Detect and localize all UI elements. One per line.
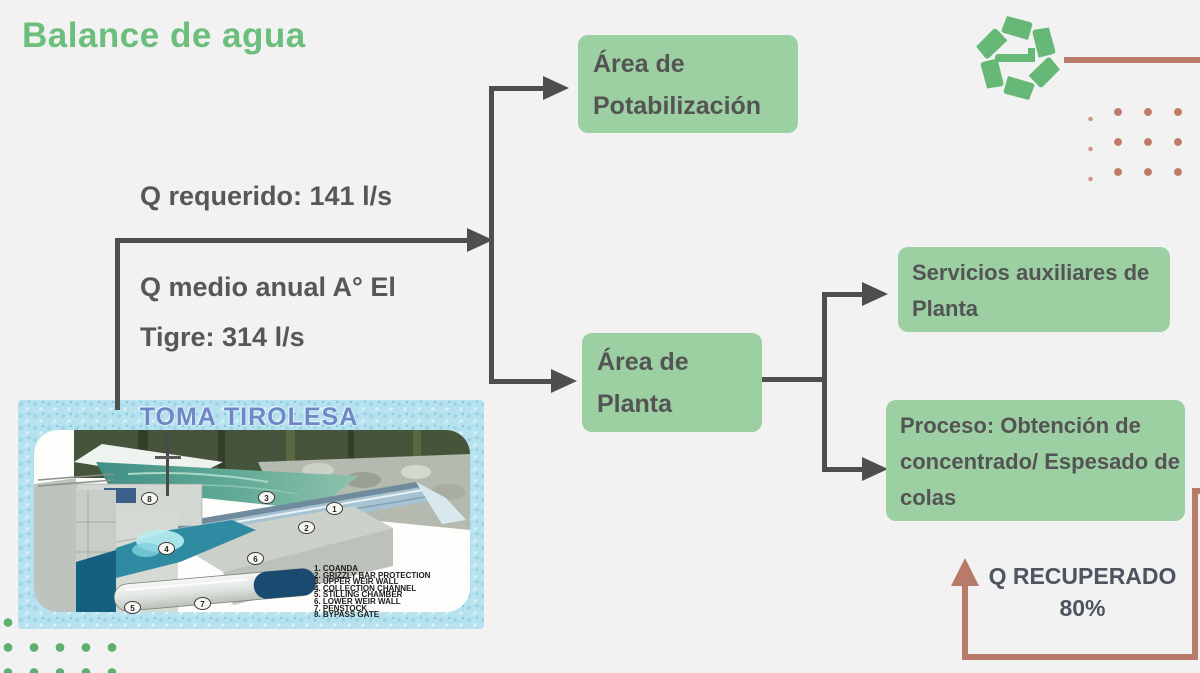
toma-tirolesa-figure: TOMA TIROLESA 1. COANDA 2. GRIZZLY BAR P… xyxy=(18,400,484,629)
q-recuperado-text: Q RECUPERADO xyxy=(988,563,1177,589)
salmon-dot-grid xyxy=(1103,97,1195,185)
box-area-potabilizacion: Área de Potabilización xyxy=(578,35,798,133)
legend-item: 2. GRIZZLY BAR PROTECTION xyxy=(314,570,431,580)
label-q-recuperado: Q RECUPERADO 80% xyxy=(980,560,1185,624)
connector-branch-proceso xyxy=(822,467,864,472)
callout-5: 5 xyxy=(124,601,141,614)
connector-main-horizontal xyxy=(115,238,467,243)
legend-item: 1. COANDA xyxy=(314,564,359,573)
aperture-hex-logo-icon xyxy=(971,11,1065,105)
callout-7: 7 xyxy=(194,597,211,610)
legend-item: 6. LOWER WEIR WALL xyxy=(314,596,401,606)
connector-branch-planta xyxy=(489,379,551,384)
toma-title: TOMA TIROLESA xyxy=(139,403,359,431)
arrowhead-potabilizacion xyxy=(543,76,569,100)
legend-item: 7. PENSTOCK xyxy=(314,603,368,613)
callout-1: 1 xyxy=(326,502,343,515)
connector-planta-out xyxy=(762,377,825,382)
label-q-requerido: Q requerido: 141 l/s xyxy=(140,181,393,211)
callout-3: 3 xyxy=(258,491,275,504)
salmon-right-vertical xyxy=(1192,488,1198,660)
connector-branch-potabilizacion xyxy=(489,86,545,91)
salmon-up-stem xyxy=(962,584,968,654)
arrowhead-servicios xyxy=(862,282,888,306)
legend-item: 4. COLLECTION CHANNEL xyxy=(314,583,417,593)
arrowhead-main xyxy=(467,228,493,252)
toma-legend: 1. COANDA 2. GRIZZLY BAR PROTECTION 3. U… xyxy=(314,564,479,620)
callout-8: 8 xyxy=(141,492,158,505)
salmon-bottom-horizontal xyxy=(962,654,1198,660)
callout-4: 4 xyxy=(158,542,175,555)
callout-2: 2 xyxy=(298,521,315,534)
connector-branch-servicios xyxy=(822,292,864,297)
arrowhead-planta xyxy=(551,369,577,393)
salmon-dot-grid-sliver xyxy=(1088,104,1093,184)
legend-item: 3. UPPER WEIR WALL xyxy=(314,577,399,587)
arrowhead-proceso xyxy=(862,457,888,481)
box-proceso: Proceso: Obtención de concentrado/ Espes… xyxy=(886,400,1185,521)
connector-trunk-2 xyxy=(822,292,827,472)
label-q-medio-anual: Q medio anual A° El Tigre: 314 l/s xyxy=(140,272,396,352)
box-servicios-auxiliares: Servicios auxiliares de Planta xyxy=(898,247,1170,332)
legend-item: 8. BYPASS GATE xyxy=(314,610,380,620)
callout-6: 6 xyxy=(247,552,264,565)
legend-item: 5. STILLING CHAMBER xyxy=(314,590,403,600)
connector-trunk-1 xyxy=(489,86,494,384)
q-recuperado-percent: 80% xyxy=(1059,595,1106,621)
toma-illustration xyxy=(18,400,484,629)
arrowhead-recuperado-up xyxy=(951,558,979,586)
page-title: Balance de agua xyxy=(22,16,306,55)
salmon-top-line xyxy=(1064,57,1200,63)
connector-intake-vertical xyxy=(115,238,120,410)
box-area-planta: Área de Planta xyxy=(582,333,762,432)
